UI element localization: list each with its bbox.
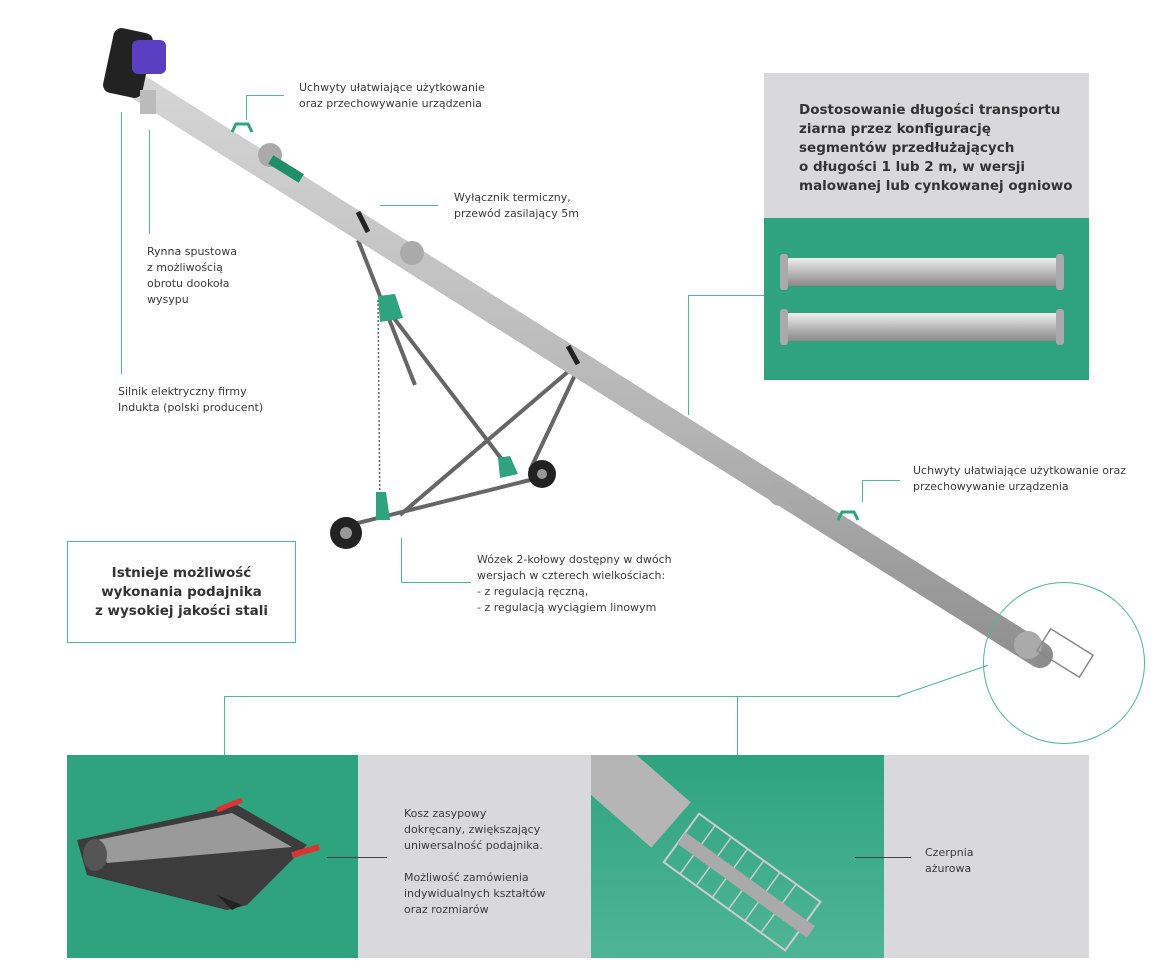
hopper-image	[67, 755, 358, 958]
intake-pointer-line	[855, 857, 911, 858]
segments-panel	[764, 73, 1089, 218]
leader-line	[737, 696, 738, 790]
cart-label: Wózek 2-kołowy dostępny w dwóch wersjach…	[477, 553, 672, 614]
leader-line	[224, 696, 225, 755]
intake-drawing	[591, 755, 822, 952]
segments-image	[764, 218, 1089, 380]
chute-label: Rynna spustowa z możliwością obrotu dook…	[147, 245, 237, 306]
leader-line	[149, 130, 150, 234]
intake-detail-circle	[983, 582, 1145, 744]
steel-option-box: Istnieje możliwość wykonania podajnika z…	[67, 541, 296, 643]
leader-line	[862, 480, 900, 481]
handles-right-label: Uchwyty ułatwiające użytkowanie oraz prz…	[913, 464, 1127, 493]
leader-line	[688, 295, 764, 296]
intake-label: Czerpnia ażurowa	[925, 846, 974, 875]
thermal-switch-label: Wyłącznik termiczny, przewód zasilający …	[454, 191, 579, 220]
tube-segments-drawing	[780, 254, 1064, 345]
leader-line	[246, 95, 284, 96]
hopper-label: Kosz zasypowy dokręcany, zwiększający un…	[404, 807, 546, 916]
hopper-info-panel	[358, 755, 591, 958]
leader-line	[121, 112, 122, 374]
segments-text: Dostosowanie długości transportu ziarna …	[799, 102, 1073, 194]
motor-label: Silnik elektryczny firmy Indukta (polski…	[118, 385, 264, 414]
intake-image	[591, 755, 884, 958]
leader-line	[246, 95, 247, 120]
hopper-drawing	[77, 797, 320, 910]
leader-line	[401, 538, 402, 582]
handles-top-label: Uchwyty ułatwiające użytkowanie oraz prz…	[299, 81, 485, 110]
leader-line	[688, 295, 689, 415]
leader-line	[224, 696, 900, 697]
intake-info-panel	[884, 755, 1089, 958]
steel-option-text: Istnieje możliwość wykonania podajnika z…	[94, 564, 269, 619]
hopper-pointer-line	[327, 857, 387, 858]
leader-line	[862, 480, 863, 502]
leader-line	[401, 582, 471, 583]
leader-line	[380, 205, 438, 206]
